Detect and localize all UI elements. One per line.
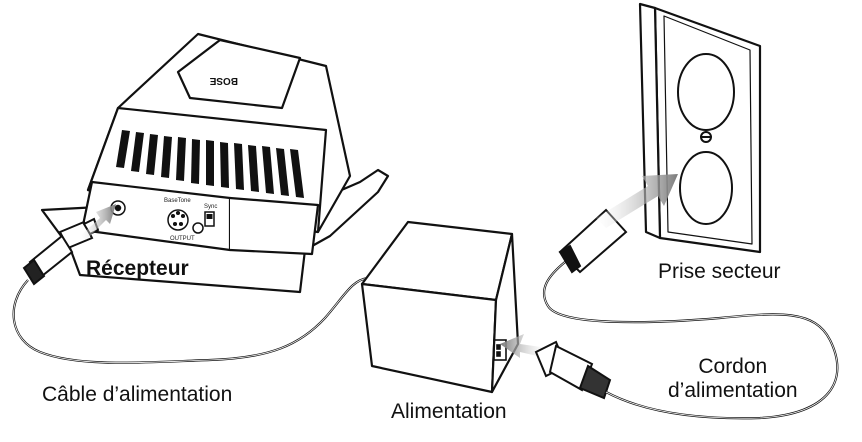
receiver-port-label: BaseTone [164, 198, 191, 204]
wall-outlet-label: Prise secteur [658, 260, 781, 283]
power-supply-label: Alimentation [391, 400, 507, 423]
receiver-output-label: OUTPUT [170, 236, 195, 242]
din-connector-icon [167, 209, 189, 231]
receiver-brand-logo: BOSE [209, 75, 238, 86]
wall-socket-icon [677, 53, 735, 225]
power-cord-label-line2: d’alimentation [668, 379, 798, 403]
arrow-to-receiver [80, 204, 116, 240]
ac-inlet-icon [493, 339, 507, 361]
receiver-label: Récepteur [86, 257, 189, 280]
power-cord-label-line1: Cordon [698, 355, 768, 378]
power-supply-unit [360, 220, 520, 394]
power-cable [12, 276, 369, 364]
receiver-switch-label: Sync [204, 204, 217, 210]
arrow-to-wall-outlet [596, 174, 678, 228]
dc-power-jack-icon [110, 200, 126, 216]
power-cable-label: Câble d’alimentation [42, 383, 233, 406]
receiver-lid [176, 38, 302, 110]
power-cord-label: Cordon d’alimentation [668, 355, 798, 403]
power-supply-front [360, 282, 498, 394]
dc-plug [22, 217, 100, 286]
ac-plug [534, 340, 612, 400]
receiver-unit [40, 32, 390, 294]
receiver-vents [116, 130, 304, 198]
receiver-button [192, 222, 204, 234]
